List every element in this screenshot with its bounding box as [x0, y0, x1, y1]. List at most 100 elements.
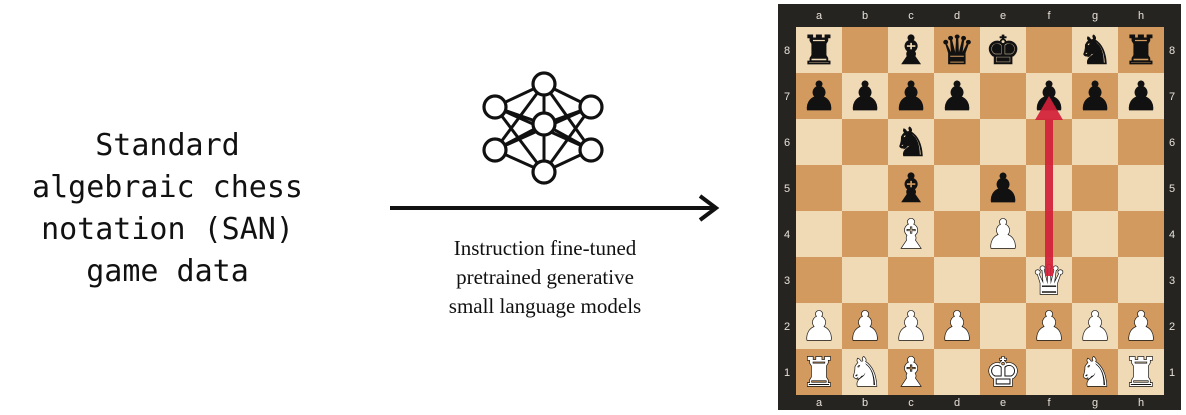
board-square	[796, 303, 842, 349]
file-label: a	[816, 397, 823, 409]
file-label: e	[1000, 397, 1006, 409]
board-square	[796, 211, 842, 257]
board-square	[1026, 349, 1072, 395]
board-square	[934, 349, 980, 395]
board-square	[980, 257, 1026, 303]
board-square	[1072, 303, 1118, 349]
board-square	[796, 27, 842, 73]
file-label: c	[908, 397, 914, 409]
rank-label: 6	[784, 137, 790, 149]
rank-label: 7	[784, 91, 790, 103]
model-caption: Instruction fine-tuned pretrained genera…	[405, 234, 685, 321]
black-rook-icon: ♜	[1123, 28, 1159, 74]
board-square	[888, 27, 934, 73]
neural-network-icon	[482, 71, 604, 185]
file-label: b	[862, 397, 868, 409]
board-square	[1072, 119, 1118, 165]
board-square	[980, 27, 1026, 73]
file-label: c	[908, 10, 914, 22]
black-knight-icon: ♞	[1077, 28, 1113, 74]
board-square	[1072, 257, 1118, 303]
rank-label: 4	[784, 229, 790, 241]
white-pawn-icon: ♟	[847, 304, 883, 350]
board-square	[1072, 27, 1118, 73]
rank-label: 7	[1169, 91, 1175, 103]
board-square	[796, 257, 842, 303]
board-square	[1118, 211, 1164, 257]
white-king-icon: ♚	[985, 350, 1021, 396]
rank-label: 5	[1169, 183, 1175, 195]
input-data-label-line: game data	[86, 254, 249, 289]
board-square	[796, 165, 842, 211]
white-pawn-icon: ♟	[1123, 304, 1159, 350]
white-knight-icon: ♞	[847, 350, 883, 396]
board-square	[1072, 349, 1118, 395]
board-square	[842, 211, 888, 257]
white-rook-icon: ♜	[801, 350, 837, 396]
white-pawn-icon: ♟	[1077, 304, 1113, 350]
rank-label: 3	[784, 275, 790, 287]
black-bishop-icon: ♝	[893, 166, 929, 212]
black-pawn-icon: ♟	[893, 74, 929, 120]
white-pawn-icon: ♟	[985, 212, 1021, 258]
white-pawn-icon: ♟	[939, 304, 975, 350]
file-label: g	[1092, 397, 1098, 409]
rank-label: 4	[1169, 229, 1175, 241]
board-square	[888, 119, 934, 165]
board-square	[934, 165, 980, 211]
black-pawn-icon: ♟	[1077, 74, 1113, 120]
move-arrow	[1035, 96, 1063, 276]
black-queen-icon: ♛	[939, 28, 975, 74]
white-rook-icon: ♜	[1123, 350, 1159, 396]
board-square	[980, 165, 1026, 211]
file-label: g	[1092, 10, 1098, 22]
file-label: b	[862, 10, 868, 22]
rank-label: 3	[1169, 275, 1175, 287]
black-bishop-icon: ♝	[893, 28, 929, 74]
black-rook-icon: ♜	[801, 28, 837, 74]
board-square	[1118, 73, 1164, 119]
board-square	[1118, 349, 1164, 395]
rank-label: 2	[1169, 321, 1175, 333]
white-bishop-icon: ♝	[893, 350, 929, 396]
model-caption-line: small language models	[448, 294, 642, 318]
board-square	[1026, 27, 1072, 73]
black-king-icon: ♚	[985, 28, 1021, 74]
input-data-label-line: notation (SAN)	[41, 212, 294, 247]
rank-label: 8	[784, 45, 790, 57]
board-square	[888, 349, 934, 395]
board-square	[980, 119, 1026, 165]
rank-label: 5	[784, 183, 790, 195]
board-square	[842, 73, 888, 119]
board-square	[1118, 165, 1164, 211]
black-pawn-icon: ♟	[939, 74, 975, 120]
black-pawn-icon: ♟	[801, 74, 837, 120]
board-square	[1118, 27, 1164, 73]
rank-label: 2	[784, 321, 790, 333]
board-square	[980, 349, 1026, 395]
board-square	[888, 257, 934, 303]
board-square	[888, 73, 934, 119]
board-square	[934, 257, 980, 303]
white-knight-icon: ♞	[1077, 350, 1113, 396]
black-pawn-icon: ♟	[1123, 74, 1159, 120]
board-square	[934, 27, 980, 73]
file-label: h	[1138, 397, 1144, 409]
white-pawn-icon: ♟	[893, 304, 929, 350]
board-square	[934, 211, 980, 257]
file-label: f	[1047, 397, 1051, 409]
board-square	[842, 303, 888, 349]
board-square	[980, 73, 1026, 119]
model-caption-line: Instruction fine-tuned	[453, 236, 637, 260]
board-square	[842, 165, 888, 211]
board-square	[1072, 211, 1118, 257]
board-square	[1118, 303, 1164, 349]
board-square	[888, 303, 934, 349]
rank-label: 6	[1169, 137, 1175, 149]
board-square	[1072, 73, 1118, 119]
rank-label: 8	[1169, 45, 1175, 57]
file-label: d	[954, 397, 960, 409]
black-pawn-icon: ♟	[847, 74, 883, 120]
file-label: h	[1138, 10, 1144, 22]
file-label: f	[1047, 10, 1051, 22]
